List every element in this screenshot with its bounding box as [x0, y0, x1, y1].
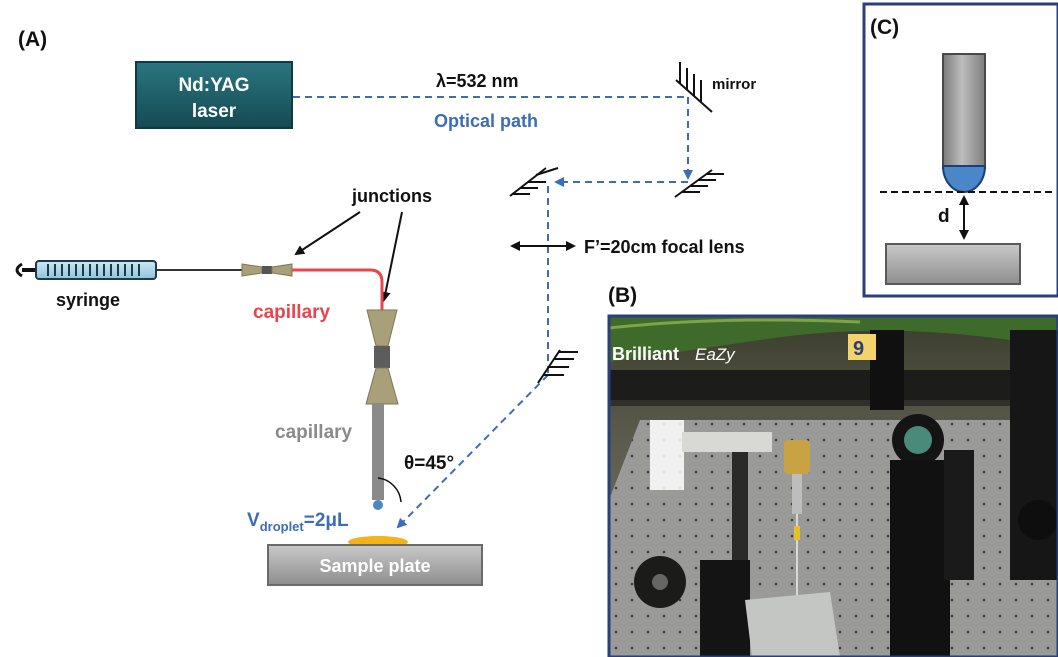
capillary-bottom-label: capillary [275, 422, 353, 443]
sample-plate [267, 544, 483, 586]
panel-b-label: (B) [608, 284, 637, 307]
lens-label: F’=20cm focal lens [584, 237, 745, 257]
junctions-label: junctions [351, 186, 432, 206]
mirror-top-right [675, 62, 713, 113]
optical-path-beam [293, 96, 693, 529]
junction-arrow-left [294, 211, 361, 256]
syringe-icon [15, 260, 242, 280]
droplet-meniscus [941, 165, 987, 193]
sample-plate-label: Sample plate [319, 556, 430, 576]
photo-brand-text: Brilliant [612, 344, 679, 364]
capillary-top-label: capillary [253, 302, 331, 323]
junction-vertical [365, 309, 399, 405]
photo-script-text: EaZy [695, 345, 736, 364]
laser-label-line1: Nd:YAG [178, 75, 249, 96]
capillary-gray [372, 404, 384, 500]
angle-arc [377, 477, 402, 503]
droplet-volume-label: Vdroplet=2μL [247, 510, 349, 534]
droplet [373, 500, 383, 510]
junction-arrow-right [380, 211, 403, 302]
laser-label-line2: laser [192, 101, 237, 122]
panel-c-label: (C) [870, 16, 899, 39]
mirror-lower [537, 349, 578, 384]
setup-photo: 9 Brilliant EaZy [608, 316, 1058, 657]
capillary-tube [942, 53, 986, 169]
laser-box [135, 61, 293, 129]
junction-left [241, 263, 293, 277]
panel-a-label: (A) [18, 28, 47, 51]
photo-logo: 9 [853, 338, 864, 360]
optical-path-label: Optical path [434, 111, 538, 131]
capillary-red [292, 268, 384, 310]
wavelength-label: λ=532 nm [436, 71, 519, 91]
distance-label: d [938, 206, 950, 227]
mirror-left [509, 167, 559, 197]
angle-label: θ=45° [404, 453, 454, 474]
mirror-right [674, 169, 724, 198]
plate-c [885, 243, 1021, 285]
panel-b-frame [607, 314, 1058, 657]
syringe-label: syringe [56, 290, 120, 310]
mirror-label: mirror [712, 76, 756, 93]
